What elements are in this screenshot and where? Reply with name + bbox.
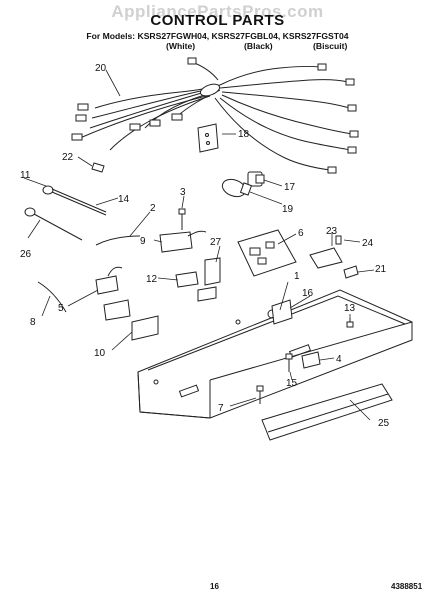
callout-6: 6 — [298, 228, 304, 239]
light-bulb — [221, 178, 253, 198]
callout-3: 3 — [180, 187, 186, 198]
color-black: (Black) — [244, 41, 273, 51]
callout-27: 27 — [210, 237, 222, 248]
callout-2: 2 — [150, 203, 156, 214]
leader-lines — [23, 69, 375, 421]
trim-strip — [261, 383, 393, 441]
door-switch — [95, 266, 123, 295]
document-id: 4388851 — [391, 582, 423, 591]
callout-8: 8 — [30, 317, 36, 328]
bottom-screw — [256, 385, 264, 404]
page-title: CONTROL PARTS — [150, 12, 285, 29]
callout-22: 22 — [62, 152, 74, 163]
wiring-label — [131, 315, 159, 341]
callout-23: 23 — [326, 226, 338, 237]
drain-tube — [37, 281, 67, 313]
callout-21: 21 — [375, 264, 387, 275]
mounting-screw — [285, 353, 293, 372]
foam-tube — [95, 235, 141, 246]
page-number: 16 — [210, 582, 219, 591]
control-label — [197, 257, 221, 302]
callout-18: 18 — [238, 129, 250, 140]
callout-11: 11 — [20, 170, 31, 181]
callout-20: 20 — [95, 63, 107, 74]
color-white: (White) — [166, 41, 196, 51]
bracket-assembly — [309, 235, 343, 269]
callout-7: 7 — [218, 403, 224, 414]
callout-1: 1 — [294, 271, 300, 282]
lamp-socket — [247, 171, 265, 187]
connector-clip — [343, 265, 359, 279]
callout-10: 10 — [94, 348, 106, 359]
wiring-harness — [71, 57, 359, 174]
callout-14: 14 — [118, 194, 130, 205]
thermistor-sensor — [42, 185, 107, 216]
model-list: For Models: KSRS27FGWH04, KSRS27FGBL04, … — [86, 31, 349, 41]
callout-15: 15 — [286, 378, 298, 389]
callout-labels: 20 18 22 17 11 3 14 19 2 6 23 27 9 24 26… — [20, 63, 390, 429]
callout-19: 19 — [282, 204, 294, 215]
callout-16: 16 — [302, 288, 314, 299]
callout-9: 9 — [140, 236, 146, 247]
callout-4: 4 — [336, 354, 342, 365]
lower-switch — [103, 299, 131, 321]
callout-12: 12 — [146, 274, 158, 285]
housing-bracket — [271, 299, 293, 325]
screw — [178, 208, 186, 230]
callout-24: 24 — [362, 238, 374, 249]
rocker-switch — [301, 351, 321, 369]
mounting-plate — [197, 123, 219, 153]
dispenser-switch — [175, 271, 199, 288]
callout-17: 17 — [284, 182, 296, 193]
color-biscuit: (Biscuit) — [313, 41, 348, 51]
housing-screw — [346, 318, 354, 328]
control-housing — [137, 289, 413, 419]
callout-25: 25 — [378, 418, 390, 429]
site-watermark: AppliancePartsPros.com — [111, 2, 324, 21]
control-switch — [159, 230, 207, 253]
temperature-sensor — [24, 207, 83, 241]
electronic-control-board — [237, 229, 297, 277]
callout-13: 13 — [344, 303, 356, 314]
callout-26: 26 — [20, 249, 32, 260]
wire-clip — [91, 162, 105, 173]
callout-5: 5 — [58, 303, 64, 314]
